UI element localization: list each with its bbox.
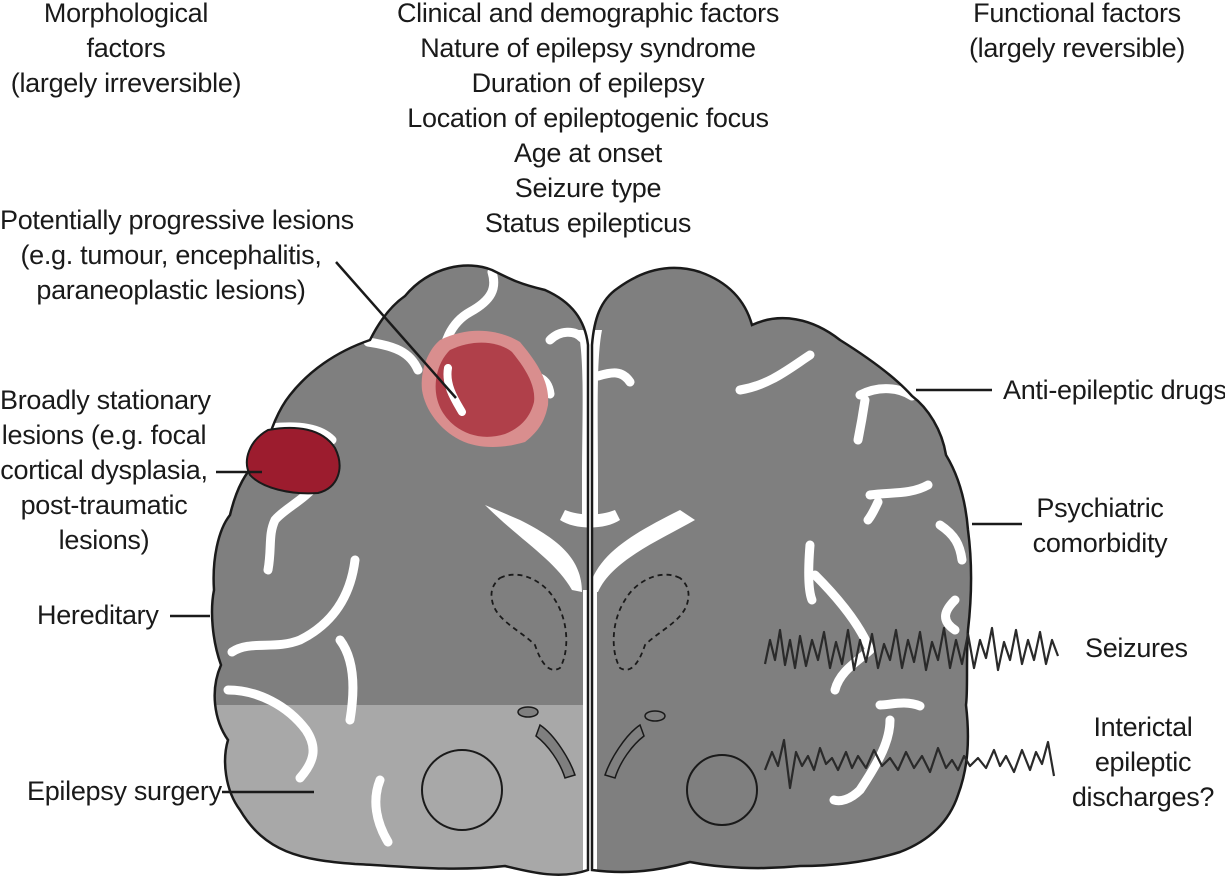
interictal-label-line: discharges? — [1071, 782, 1215, 812]
anti-epileptic-drugs-label: Anti-epileptic drugs — [1003, 375, 1225, 405]
stationary-label-line: lesions) — [58, 525, 150, 555]
psychiatric-label-line: Psychiatric — [1036, 493, 1164, 523]
leader-lines — [170, 261, 1022, 794]
stationary-label-line: cortical dysplasia, — [0, 455, 208, 485]
stationary-label-line: Broadly stationary — [0, 385, 211, 415]
interictal-label-line: epileptic — [1094, 747, 1192, 777]
psychiatric-label-line: comorbidity — [1032, 528, 1168, 558]
morphological-header-line-3: (largely irreversible) — [10, 68, 242, 98]
interictal-discharges-label: Interictal epileptic discharges? — [1070, 710, 1216, 815]
clinical-demographic-factors-block: Clinical and demographic factors Nature … — [372, 0, 804, 241]
clinical-item: Age at onset — [513, 138, 662, 168]
stationary-lesions-label: Broadly stationary lesions (e.g. focal c… — [0, 383, 211, 558]
stationary-lesion — [245, 426, 341, 495]
stationary-label-line: lesions (e.g. focal — [1, 420, 207, 450]
right-hemisphere — [592, 267, 971, 873]
clinical-item: Seizure type — [514, 173, 662, 203]
right-amygdala-outline — [686, 754, 758, 826]
functional-factors-header: Functional factors (largely reversible) — [950, 0, 1204, 66]
clinical-header-title: Clinical and demographic factors — [396, 0, 780, 28]
clinical-item: Location of epileptogenic focus — [407, 103, 769, 133]
sulci — [223, 267, 967, 847]
stationary-label-line: post-traumatic — [20, 490, 188, 520]
functional-header-line-1: Functional factors — [973, 0, 1181, 28]
seizure-eeg-trace — [763, 626, 1060, 672]
hippocampal-structures — [517, 706, 666, 779]
interictal-eeg-trace — [763, 738, 1056, 790]
seizures-label: Seizures — [1085, 633, 1188, 663]
ventricles — [485, 330, 695, 592]
psychiatric-comorbidity-label: Psychiatric comorbidity — [1020, 491, 1180, 561]
clinical-item: Nature of epilepsy syndrome — [420, 33, 756, 63]
morphological-header-line-1: Morphological — [43, 0, 209, 28]
progressive-label-line: (e.g. tumour, encephalitis, — [20, 240, 322, 270]
progressive-label-line: paraneoplastic lesions) — [36, 275, 306, 305]
interhemispheric-fissure — [583, 590, 597, 870]
clinical-item: Status epilepticus — [484, 208, 692, 238]
clinical-item: Duration of epilepsy — [471, 68, 705, 98]
epilepsy-surgery-label: Epilepsy surgery — [27, 776, 222, 806]
morphological-factors-header: Morphological factors (largely irreversi… — [0, 0, 252, 101]
functional-header-line-2: (largely reversible) — [968, 33, 1186, 63]
interictal-label-line: Interictal — [1093, 712, 1193, 742]
progressive-lesions-label: Potentially progressive lesions (e.g. tu… — [0, 203, 354, 308]
left-amygdala-outline — [421, 749, 503, 831]
morphological-header-line-2: factors — [86, 33, 166, 63]
hereditary-label: Hereditary — [37, 600, 159, 630]
progressive-label-line: Potentially progressive lesions — [0, 205, 354, 235]
basal-ganglia-outlines — [490, 573, 690, 671]
